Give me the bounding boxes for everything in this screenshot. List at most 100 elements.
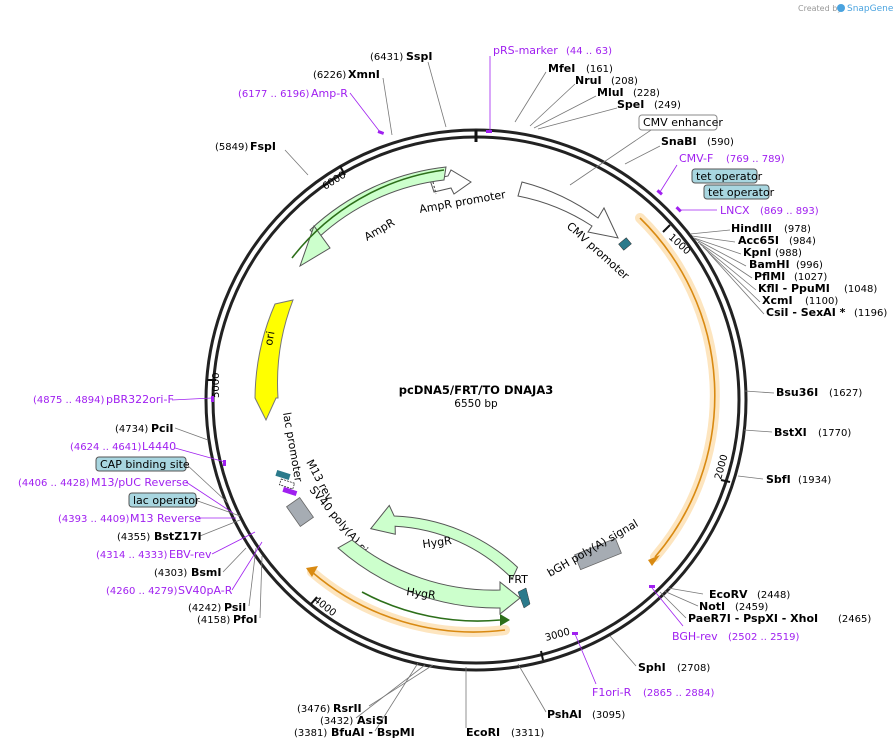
site-pos-acc65i: (984) xyxy=(789,236,816,247)
plasmid-size: 6550 bp xyxy=(454,398,498,410)
cmv-enhancer-label: CMV enhancer xyxy=(643,116,723,129)
site-pos-fspi: (5849) xyxy=(215,142,248,153)
bgh-polya-label: bGH poly(A) signal xyxy=(545,517,640,580)
ampr-inner-orf-line xyxy=(291,169,445,259)
site-leader-line xyxy=(248,547,257,607)
tick-label-5000: 5000 xyxy=(211,373,222,398)
primer-line-bgh-rev xyxy=(651,587,684,627)
primer-pos-m13-puc-reverse: (4406 .. 4428) xyxy=(18,478,90,489)
site-pos-xmni: (6226) xyxy=(313,70,346,81)
ori-group: ori xyxy=(254,299,294,422)
primer-pos-bgh-rev: (2502 .. 2519) xyxy=(728,632,800,643)
orf-line-right xyxy=(639,217,716,558)
tet-operator-block-icon xyxy=(618,237,632,251)
primer-mark-prs-marker xyxy=(486,130,492,133)
site-pos-bfuai-bspmi: (3381) xyxy=(294,728,327,739)
site-xmni: XmnI xyxy=(348,68,380,81)
primer-labels: pRS-marker (44 .. 63) (6177 .. 6196) Amp… xyxy=(18,44,819,699)
primer-mark-bgh-rev xyxy=(649,585,655,588)
primer-pos-l4440: (4624 .. 4641) xyxy=(70,442,142,453)
site-pos-xcmi: (1100) xyxy=(805,296,838,307)
primer-mark-l4440 xyxy=(223,460,226,466)
primer-mark-f1ori-r xyxy=(572,632,578,635)
site-pos-mfei: (161) xyxy=(586,64,613,75)
site-pos-bstxi: (1770) xyxy=(818,428,851,439)
site-paer7i-pspxi-xhoi: PaeR7I - PspXI - XhoI xyxy=(688,612,818,625)
site-noti: NotI xyxy=(699,600,725,613)
m13-primer-marker-icon xyxy=(282,486,298,497)
site-leader-line xyxy=(737,475,764,480)
primer-prs-marker: pRS-marker xyxy=(493,44,558,57)
tick-label-3000: 3000 xyxy=(544,627,571,644)
site-pos-ecori: (3311) xyxy=(511,728,544,739)
site-sspi: SspI xyxy=(406,50,432,63)
lac-region: lac promoter M13 rev SV40 poly(A) signal xyxy=(275,411,386,574)
primer-ebv-rev: EBV-rev xyxy=(169,548,212,561)
ampr-arrowhead xyxy=(299,224,331,268)
site-leader-line xyxy=(427,61,447,128)
site-bfuai-bspmi: BfuAI - BspMI xyxy=(331,726,415,739)
tet-operator-box-1 xyxy=(691,168,758,184)
site-leader-line xyxy=(514,71,547,123)
cmv-promoter-group: CMV promoter xyxy=(517,181,632,283)
site-pos-sbfi: (1934) xyxy=(798,475,831,486)
site-bstxi: BstXI xyxy=(774,426,807,439)
tick-mark-4000 xyxy=(310,596,318,605)
orf-feature xyxy=(306,213,720,637)
primer-mark-amp-r xyxy=(377,130,385,135)
site-bsmi: BsmI xyxy=(191,566,222,579)
primer-pos-ebv-rev: (4314 .. 4333) xyxy=(96,550,168,561)
primer-sv40pa-r: SV40pA-R xyxy=(178,584,233,597)
primer-cmv-f: CMV-F xyxy=(679,152,713,165)
plasmid-title: pcDNA5/FRT/TO DNAJA3 6550 bp xyxy=(399,383,553,410)
ori-arrow xyxy=(254,299,294,422)
site-rsrii: RsrII xyxy=(333,702,362,715)
site-leader-line xyxy=(707,251,765,315)
ampr-label: AmpR xyxy=(362,216,397,244)
leader-lines xyxy=(174,61,775,732)
amp-promoter-arrow xyxy=(429,169,472,195)
site-leader-line xyxy=(691,235,736,243)
site-pos-bstz17i: (4355) xyxy=(117,532,150,543)
tick-mark-2000 xyxy=(720,479,731,483)
snapgene-brand: Created by SnapGene xyxy=(798,4,894,14)
site-bstz17i: BstZ17I xyxy=(154,530,202,543)
site-leader-line xyxy=(368,664,434,707)
site-mfei: MfeI xyxy=(548,62,575,75)
site-leader-line xyxy=(697,241,753,279)
site-spei: SpeI xyxy=(617,98,644,111)
site-pos-bamhi: (996) xyxy=(796,260,823,271)
site-pos-ecorv: (2448) xyxy=(757,590,790,601)
primer-pbr322ori-f: pBR322ori-F xyxy=(106,393,174,406)
tet-operator-label-1: tet operator xyxy=(696,170,763,183)
site-pflmi: PflMI xyxy=(754,270,785,283)
site-pos-noti: (2459) xyxy=(735,602,768,613)
cap-binding-site-label: CAP binding site xyxy=(100,458,190,471)
hygr-inner-arrow xyxy=(369,504,519,580)
site-bsu36i: Bsu36I xyxy=(776,386,818,399)
hygr-inner-label: HygR xyxy=(422,534,453,551)
site-leader-line xyxy=(744,390,775,394)
primer-line-pbr322 xyxy=(171,397,213,401)
primer-l4440: L4440 xyxy=(142,440,176,453)
lac-operator-label: lac operator xyxy=(133,494,200,507)
site-leader-line xyxy=(374,662,419,732)
primer-pos-pbr322ori-f: (4875 .. 4894) xyxy=(33,395,105,406)
site-pos-hindiii: (978) xyxy=(784,224,811,235)
primer-lines xyxy=(171,56,717,685)
site-xcmi: XcmI xyxy=(762,294,793,307)
site-fspi: FspI xyxy=(250,140,276,153)
site-snabi: SnaBI xyxy=(661,135,697,148)
primer-line-sv40pa-r xyxy=(231,541,263,591)
site-sbfi: SbfI xyxy=(766,473,791,486)
site-acc65i: Acc65I xyxy=(738,234,779,247)
primer-line-cmv-f xyxy=(659,164,678,193)
site-pos-pfoi: (4158) xyxy=(197,615,230,626)
site-pos-pcii: (4734) xyxy=(115,424,148,435)
site-pos-sspi: (6431) xyxy=(370,52,403,63)
primer-bgh-rev: BGH-rev xyxy=(672,630,718,643)
site-ecori: EcoRI xyxy=(466,726,500,739)
tick-mark-6000 xyxy=(339,165,346,176)
primer-line-ebv-rev xyxy=(211,531,256,555)
